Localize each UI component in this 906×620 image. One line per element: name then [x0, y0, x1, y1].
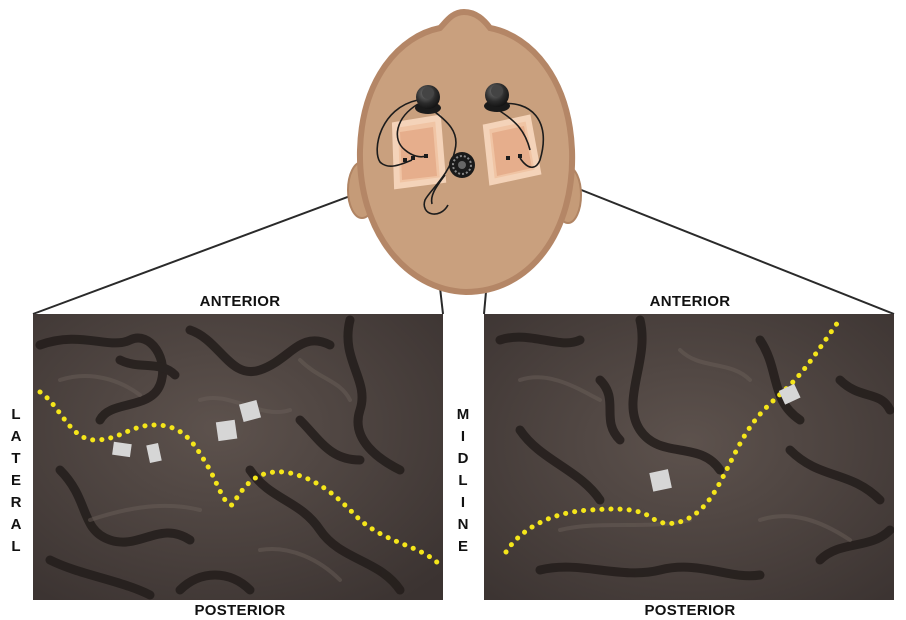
- midline-letter: L: [458, 470, 467, 492]
- marker: [216, 420, 237, 441]
- lateral-letter: R: [11, 492, 22, 514]
- left-headstage-knob: [415, 85, 441, 114]
- midline-letter: E: [458, 536, 468, 558]
- lateral-letter: E: [11, 470, 21, 492]
- lateral-letter: A: [11, 514, 22, 536]
- right-anterior-label: ANTERIOR: [630, 293, 750, 310]
- center-ground-connector: [449, 152, 475, 178]
- lateral-letter: A: [11, 426, 22, 448]
- lateral-letter: L: [11, 404, 20, 426]
- midline-letter: I: [461, 492, 465, 514]
- midline-letter: M: [457, 404, 470, 426]
- left-anterior-label: ANTERIOR: [180, 293, 300, 310]
- head-illustration: [348, 12, 581, 292]
- lateral-letter: T: [11, 448, 20, 470]
- midline-letter: N: [458, 514, 469, 536]
- lateral-letter: L: [11, 536, 20, 558]
- marker: [649, 469, 672, 492]
- left-posterior-label: POSTERIOR: [180, 602, 300, 619]
- marker: [112, 442, 132, 457]
- head-outline: [360, 12, 572, 292]
- right-cortex-panel: [484, 314, 894, 600]
- midline-letter: I: [461, 426, 465, 448]
- right-headstage-knob: [484, 83, 510, 112]
- midline-letter: D: [458, 448, 469, 470]
- left-cortex-panel: [33, 314, 443, 600]
- right-posterior-label: POSTERIOR: [630, 602, 750, 619]
